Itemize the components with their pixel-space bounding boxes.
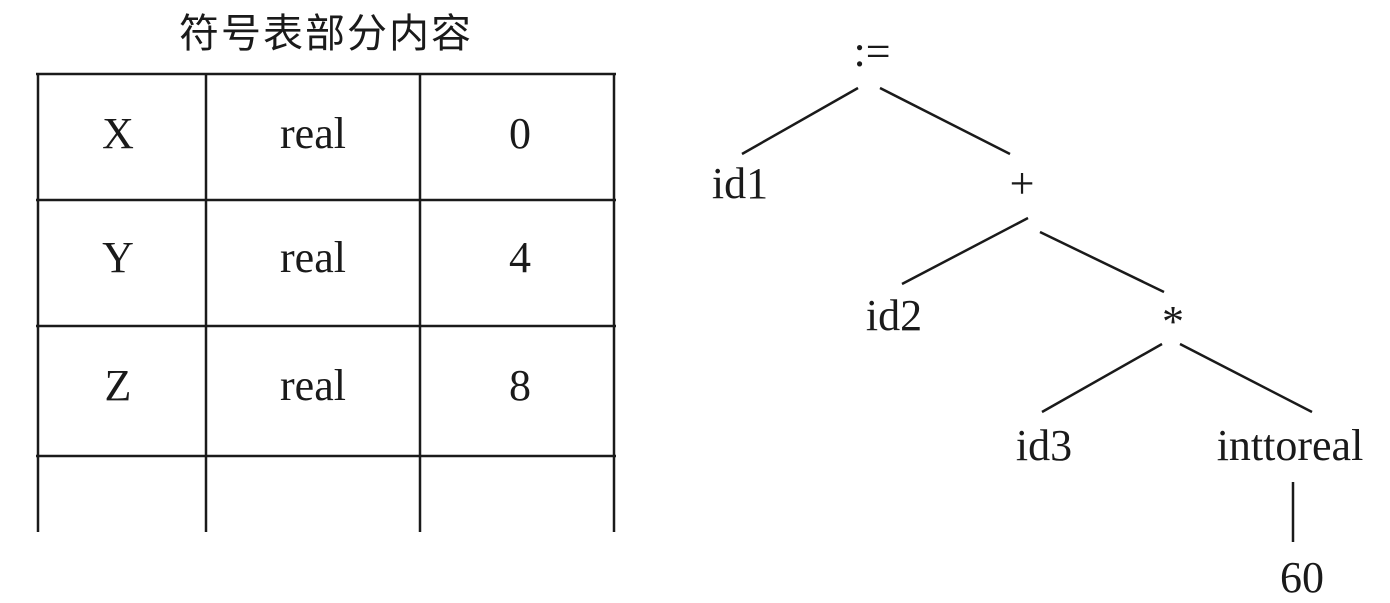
node-num: 60 [1280, 553, 1324, 602]
table-cell-type: real [280, 109, 346, 158]
edge-assign-plus [879, 86, 1011, 156]
edge-mul-inttoreal [1179, 342, 1313, 414]
edge-mul-id3 [1041, 342, 1163, 414]
table-cell-type: real [280, 361, 346, 410]
symbol-table-cells: X real 0 Y real 4 Z real 8 [102, 109, 531, 410]
node-plus: + [1010, 159, 1035, 208]
table-cell-offset: 4 [509, 233, 531, 282]
symbol-table: X real 0 Y real 4 Z real 8 [36, 72, 616, 532]
node-id3: id3 [1016, 421, 1072, 470]
table-cell-type: real [280, 233, 346, 282]
tree-nodes: := id1 + id2 * id3 inttoreal 60 [712, 27, 1363, 602]
table-cell-offset: 0 [509, 109, 531, 158]
edge-assign-id1 [741, 86, 859, 156]
table-cell-offset: 8 [509, 361, 531, 410]
node-id1: id1 [712, 159, 768, 208]
table-cell-name: Z [105, 361, 132, 410]
edge-plus-mul [1039, 230, 1165, 294]
node-id2: id2 [866, 291, 922, 340]
node-mul: * [1162, 297, 1184, 346]
tree-edges [741, 86, 1313, 542]
table-cell-name: X [102, 109, 134, 158]
node-assign: := [853, 27, 890, 76]
edge-plus-id2 [901, 216, 1029, 286]
node-inttoreal: inttoreal [1217, 421, 1364, 470]
symbol-table-title: 符号表部分内容 [179, 11, 473, 57]
symbol-table-grid [36, 72, 616, 532]
table-cell-name: Y [102, 233, 134, 282]
